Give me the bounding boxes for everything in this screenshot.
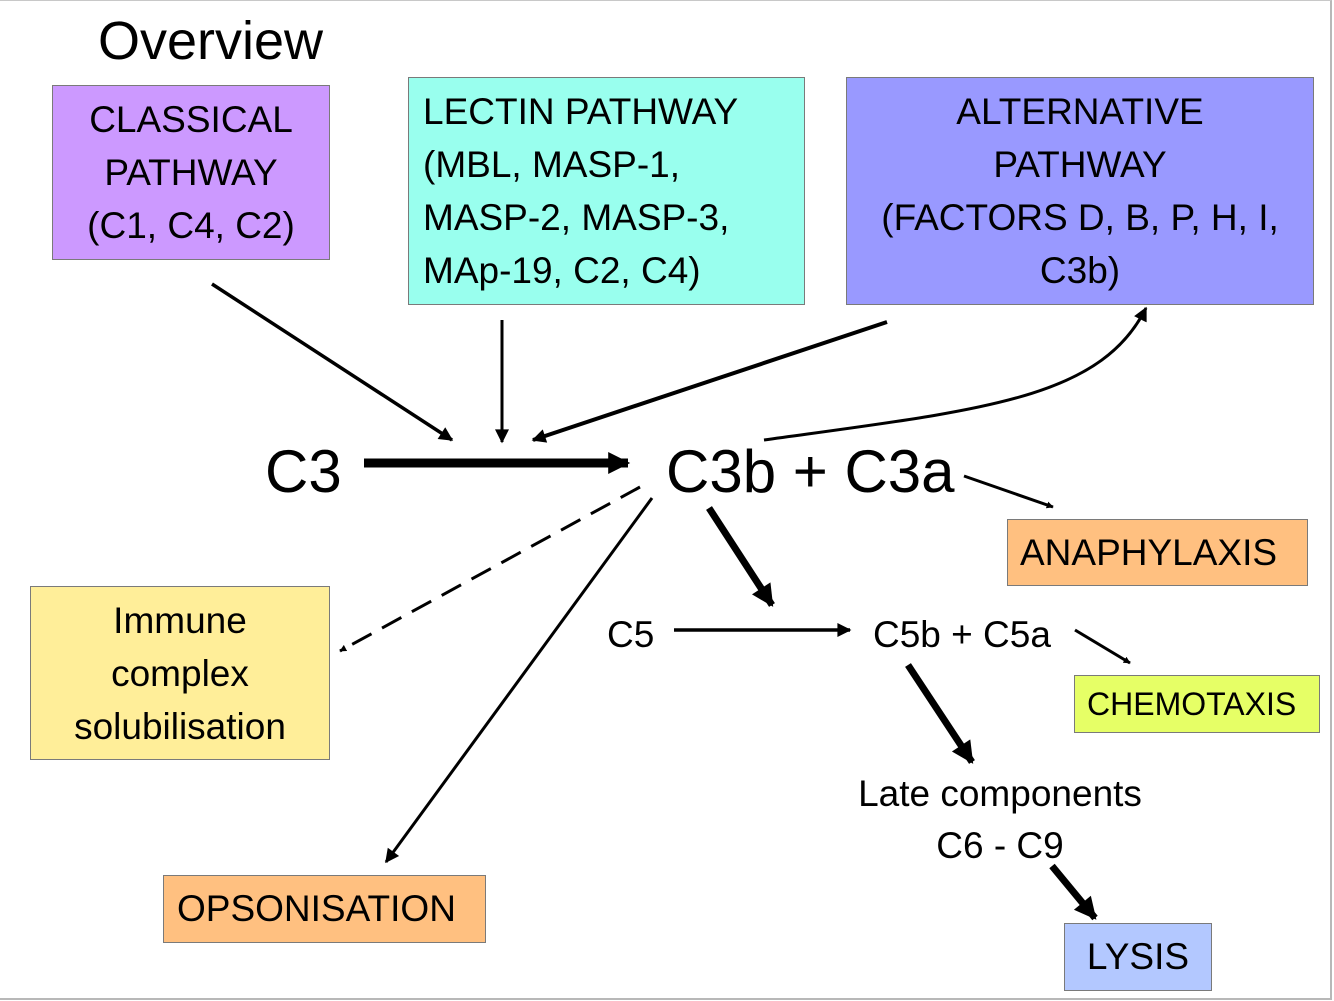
- lectin-pathway-box: LECTIN PATHWAY (MBL, MASP-1, MASP-2, MAS…: [408, 77, 805, 305]
- lysis-box: LYSIS: [1064, 923, 1212, 991]
- lectin-line: (MBL, MASP-1,: [423, 144, 680, 185]
- late-components-line: Late components: [858, 773, 1142, 814]
- classical-line: PATHWAY: [104, 152, 278, 193]
- arrow-c3a-to-anaphylaxis: [963, 474, 1054, 509]
- classical-pathway-box: CLASSICAL PATHWAY (C1, C4, C2): [52, 85, 330, 260]
- opsonisation-box: OPSONISATION: [163, 875, 486, 943]
- c3b-c3a-node: C3b + C3a: [666, 438, 955, 505]
- lysis-label: LYSIS: [1086, 936, 1190, 977]
- alternative-line: (FACTORS D, B, P, H, I,: [881, 197, 1279, 238]
- alternative-pathway-box: ALTERNATIVE PATHWAY (FACTORS D, B, P, H,…: [846, 77, 1314, 305]
- diagram-title: Overview: [98, 11, 324, 71]
- classical-line: CLASSICAL: [89, 99, 293, 140]
- immune-line: complex: [111, 652, 249, 694]
- arrow-c5a-to-chemotaxis: [1074, 628, 1131, 665]
- arrow-late-to-lysis: [1049, 863, 1098, 921]
- classical-line: (C1, C4, C2): [87, 205, 295, 246]
- c3-node: C3: [265, 438, 342, 505]
- chemotaxis-box: CHEMOTAXIS: [1074, 675, 1320, 733]
- arrow-alternative-to-c3: [531, 320, 888, 443]
- c5-node: C5: [607, 614, 655, 655]
- anaphylaxis-label: ANAPHYLAXIS: [1020, 531, 1278, 573]
- anaphylaxis-box: ANAPHYLAXIS: [1007, 519, 1308, 586]
- lectin-line: MASP-2, MASP-3,: [423, 197, 730, 238]
- late-components-line: C6 - C9: [936, 825, 1064, 866]
- c5b-c5a-node: C5b + C5a: [873, 614, 1051, 655]
- immune-line: solubilisation: [74, 705, 286, 747]
- lectin-line: MAp-19, C2, C4): [423, 250, 701, 291]
- opsonisation-label: OPSONISATION: [177, 888, 456, 929]
- chemotaxis-label: CHEMOTAXIS: [1087, 685, 1297, 722]
- lectin-line: LECTIN PATHWAY: [423, 91, 739, 132]
- alternative-line: C3b): [1039, 250, 1121, 291]
- arrow-c3b-to-opsonisation: [384, 497, 654, 864]
- alternative-line: ALTERNATIVE: [956, 91, 1204, 132]
- late-components-node: Late components C6 - C9: [820, 768, 1180, 872]
- arrow-c3b-to-c5: [706, 506, 775, 607]
- alternative-line: PATHWAY: [993, 144, 1167, 185]
- immune-complex-solubilisation-box: Immune complex solubilisation: [30, 586, 330, 760]
- arrow-c3b-to-immune: [339, 485, 641, 653]
- arrow-c5b-to-late: [905, 663, 975, 764]
- immune-line: Immune: [113, 599, 247, 641]
- arrow-c3b-to-alternative: [763, 306, 1148, 442]
- arrow-classical-to-c3: [211, 282, 454, 442]
